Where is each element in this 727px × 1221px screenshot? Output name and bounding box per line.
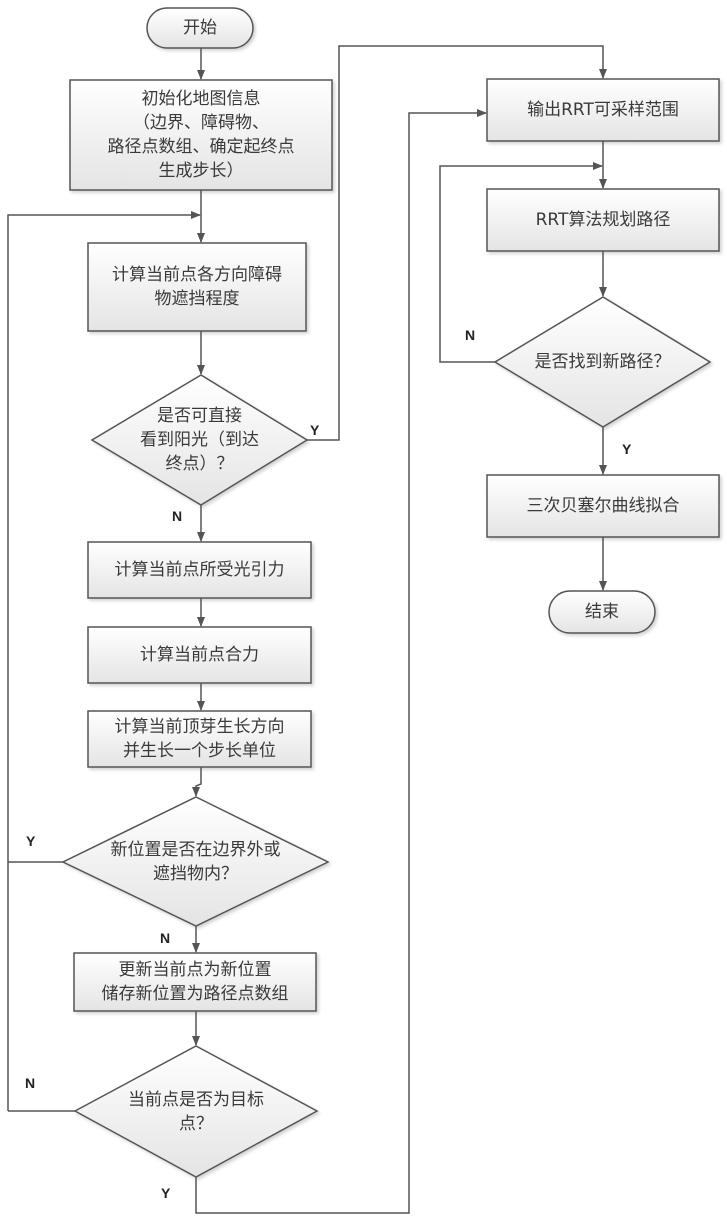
arrow-growth-to-bounds [192, 767, 202, 797]
calc-resultant-label: 计算当前点合力 [140, 645, 259, 665]
sun-no-label: N [172, 508, 183, 524]
arrow-target-yes-to-rrt [195, 109, 487, 1214]
loop-path-no-line [439, 162, 603, 363]
end-label: 结束 [585, 602, 619, 622]
bezier-fit-label: 三次贝塞尔曲线拟合 [526, 496, 680, 516]
output-rrt-range-label: 输出RRT可采样范围 [527, 100, 679, 120]
update-point-label: 更新当前点为新位置 储存新位置为路径点数组 [101, 960, 289, 1004]
output-rrt-range-box [486, 78, 720, 142]
init-map-box [69, 79, 333, 191]
rrt-plan-label: RRT算法规划路径 [535, 210, 671, 230]
target-yes-label: Y [161, 1185, 171, 1201]
calc-occlusion-box [87, 242, 307, 332]
update-point-box [73, 952, 317, 1012]
end-terminal [548, 590, 656, 634]
rrt-plan-box [486, 188, 720, 252]
bezier-fit-box [486, 474, 720, 538]
found-new-path-label: 是否找到新路径？ [534, 352, 671, 372]
bounds-yes-label: Y [26, 833, 36, 849]
calc-growth-label: 计算当前顶芽生长方向 并生长一个步长单位 [114, 717, 285, 761]
path-yes-label: Y [622, 441, 632, 457]
is-target-label: 当前点是否为目标 点？ [128, 1089, 264, 1134]
path-no-label: N [465, 327, 476, 343]
loop-back-line [7, 211, 201, 1111]
out-of-bounds-label: 新位置是否在边界外或 遮挡物内？ [110, 839, 281, 884]
start-terminal [146, 7, 254, 49]
bounds-no-label: N [160, 930, 171, 946]
calc-light-force-label: 计算当前点所受光引力 [114, 560, 285, 580]
arrow-sun-yes-to-rrt [307, 45, 607, 441]
calc-light-force-box [87, 541, 312, 599]
calc-growth-box [87, 710, 312, 768]
sun-yes-label: Y [310, 422, 320, 438]
init-map-label: 初始化地图信息 （边界、障碍物、 路径点数组、确定起终点 生成步长） [107, 89, 295, 181]
calc-resultant-box [87, 626, 312, 684]
can-see-sun-label: 是否可直接 看到阳光（到达 终点）？ [140, 406, 259, 474]
start-label: 开始 [183, 18, 217, 38]
calc-occlusion-label: 计算当前点各方向障碍 物遮挡程度 [112, 265, 282, 309]
target-no-label: N [25, 1075, 36, 1091]
